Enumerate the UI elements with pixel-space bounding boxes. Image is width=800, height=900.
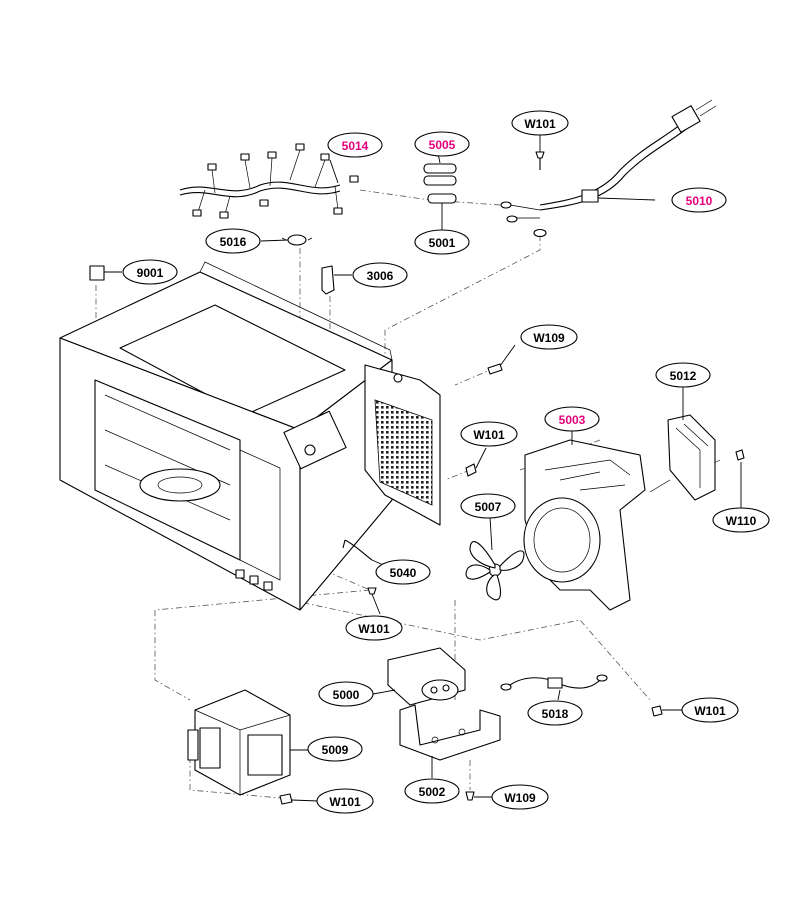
callout-5009-text: 5009 bbox=[322, 743, 349, 757]
fan-duct-part bbox=[523, 439, 646, 611]
callout-9001-text: 9001 bbox=[137, 266, 164, 280]
wire-5018-part bbox=[500, 674, 608, 691]
callout-w101-mid-text: W101 bbox=[473, 428, 505, 442]
latch-part bbox=[321, 265, 335, 295]
screw-w109-bottom bbox=[465, 791, 475, 801]
leader-lines bbox=[104, 135, 742, 802]
callout-w109-bottom-text: W109 bbox=[504, 791, 536, 805]
fuse-parts bbox=[423, 163, 457, 204]
callout-5005: 5005 bbox=[414, 131, 470, 157]
callout-5005-text: 5005 bbox=[429, 138, 456, 152]
callout-5040-text: 5040 bbox=[390, 566, 417, 580]
capacitor-part bbox=[387, 647, 466, 706]
callout-5010-text: 5010 bbox=[686, 194, 713, 208]
callout-5002-text: 5002 bbox=[419, 785, 446, 799]
callout-w110-text: W110 bbox=[726, 514, 757, 528]
fan-motor-part bbox=[649, 414, 745, 501]
oven-cavity-part bbox=[59, 261, 393, 611]
callout-5000: 5000 bbox=[318, 681, 374, 707]
power-cord-part bbox=[500, 99, 717, 223]
fan-blade-part bbox=[465, 541, 525, 601]
sensor-wire-part bbox=[342, 539, 373, 561]
callout-5018: 5018 bbox=[527, 700, 583, 726]
callout-5016: 5016 bbox=[205, 228, 261, 254]
callout-5001: 5001 bbox=[414, 229, 470, 255]
callout-5040: 5040 bbox=[375, 559, 431, 585]
callout-w109-top-text: W109 bbox=[533, 331, 565, 345]
callout-5007-text: 5007 bbox=[475, 500, 502, 514]
callout-w109-bottom: W109 bbox=[491, 784, 549, 810]
screw-w109-top bbox=[487, 363, 503, 375]
callout-5018-text: 5018 bbox=[542, 707, 569, 721]
screw-w101-left bbox=[367, 587, 377, 595]
callout-labels: 5014 5005 W101 5010 5016 5001 9001 3006 bbox=[122, 110, 770, 814]
callout-w101-bottom: W101 bbox=[316, 788, 374, 814]
wire-harness-part bbox=[179, 143, 359, 219]
capacitor-bracket-part bbox=[399, 704, 501, 761]
magnetron-part bbox=[187, 689, 291, 796]
part-9001 bbox=[89, 265, 105, 281]
screw-w101-mid bbox=[465, 463, 477, 477]
callout-w110: W110 bbox=[712, 507, 770, 533]
callout-w101-right: W101 bbox=[681, 697, 739, 723]
callout-5009: 5009 bbox=[307, 736, 363, 762]
callout-w101-top-text: W101 bbox=[524, 117, 556, 131]
callout-3006-text: 3006 bbox=[367, 269, 394, 283]
callout-5003-text: 5003 bbox=[559, 413, 586, 427]
callout-5012-text: 5012 bbox=[670, 369, 697, 383]
callout-w101-left-text: W101 bbox=[358, 622, 390, 636]
callout-5014-text: 5014 bbox=[342, 139, 369, 153]
callout-5010: 5010 bbox=[671, 187, 727, 213]
screw-w101-right bbox=[651, 705, 663, 717]
callout-w101-left: W101 bbox=[345, 615, 403, 641]
callout-w101-bottom-text: W101 bbox=[329, 795, 361, 809]
callout-w101-right-text: W101 bbox=[694, 704, 726, 718]
callout-5007: 5007 bbox=[460, 493, 516, 519]
callout-w101-mid: W101 bbox=[460, 421, 518, 447]
callout-3006: 3006 bbox=[352, 262, 408, 288]
callout-5014: 5014 bbox=[327, 132, 383, 158]
callout-9001: 9001 bbox=[122, 259, 178, 285]
callout-5016-text: 5016 bbox=[220, 235, 247, 249]
callout-5012: 5012 bbox=[655, 362, 711, 388]
callout-5001-text: 5001 bbox=[429, 236, 456, 250]
callout-5000-text: 5000 bbox=[333, 688, 360, 702]
callout-5003: 5003 bbox=[544, 406, 600, 432]
callout-w109-top: W109 bbox=[520, 324, 578, 350]
screw-w101-top bbox=[533, 151, 547, 238]
side-grille-panel bbox=[364, 364, 441, 526]
screw-w101-bottom bbox=[279, 793, 293, 805]
callout-w101-top: W101 bbox=[511, 110, 569, 136]
callout-5002: 5002 bbox=[404, 778, 460, 804]
